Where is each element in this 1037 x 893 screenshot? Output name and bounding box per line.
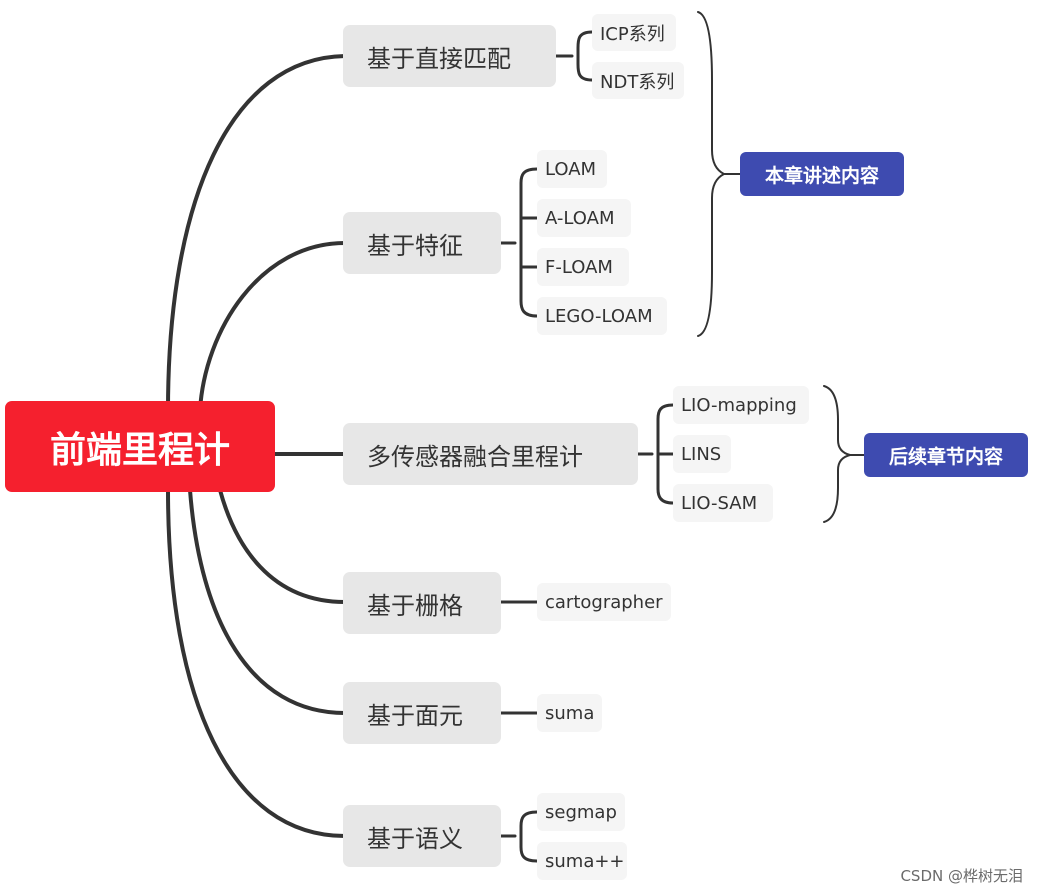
leaf-cartographer[interactable]: cartographer xyxy=(537,583,671,621)
leaf-lio-mapping[interactable]: LIO-mapping xyxy=(673,386,809,424)
branch-surfel-based[interactable]: 基于面元 xyxy=(343,682,501,744)
branch-label: 基于特征 xyxy=(367,231,463,260)
leaf-label: segmap xyxy=(545,801,617,823)
connector-root-branch-4 xyxy=(218,488,347,604)
leaf-icp[interactable]: ICP系列 xyxy=(592,14,676,51)
leaf-lego-loam[interactable]: LEGO-LOAM xyxy=(537,297,667,335)
leaf-a-loam[interactable]: A-LOAM xyxy=(537,199,631,237)
leaf-segmap[interactable]: segmap xyxy=(537,793,625,831)
summary-brace-2 xyxy=(823,385,851,523)
summary-tag-this-chapter[interactable]: 本章讲述内容 xyxy=(740,152,904,196)
branch-feature-based[interactable]: 基于特征 xyxy=(343,212,501,274)
connector-root-branch-2 xyxy=(198,241,347,412)
connector-root-branch-1 xyxy=(166,54,347,412)
root-node[interactable]: 前端里程计 xyxy=(5,401,275,492)
connector-root-branch-6 xyxy=(166,488,347,838)
leaf-suma-plus-plus[interactable]: suma++ xyxy=(537,842,627,880)
summary-tag-label: 后续章节内容 xyxy=(888,445,1003,468)
leaf-label: LIO-mapping xyxy=(681,394,797,416)
leaf-label: ICP系列 xyxy=(600,23,665,45)
leaf-label: F-LOAM xyxy=(545,256,613,278)
leaf-label: LIO-SAM xyxy=(681,492,758,514)
branch-multi-sensor-fusion[interactable]: 多传感器融合里程计 xyxy=(343,423,638,485)
branch-label: 基于语义 xyxy=(367,824,463,853)
branch-label: 基于直接匹配 xyxy=(367,44,511,73)
leaf-label: LOAM xyxy=(545,158,597,180)
leaf-label: LINS xyxy=(681,443,722,465)
branch-direct-matching[interactable]: 基于直接匹配 xyxy=(343,25,556,87)
connector-branch-6-leaves xyxy=(499,810,539,863)
leaf-label: cartographer xyxy=(545,591,663,613)
watermark: CSDN @桦树无泪 xyxy=(900,867,1023,885)
connector-root-branch-5 xyxy=(188,488,347,715)
branch-label: 基于面元 xyxy=(367,701,463,730)
leaf-loam[interactable]: LOAM xyxy=(537,150,607,188)
connector-branch-3-leaves xyxy=(636,403,675,505)
leaf-lio-sam[interactable]: LIO-SAM xyxy=(673,484,773,522)
leaf-label: suma++ xyxy=(545,850,625,872)
branch-label: 基于栅格 xyxy=(367,591,463,620)
summary-brace-1 xyxy=(697,11,727,337)
leaf-label: NDT系列 xyxy=(600,71,675,93)
leaf-label: suma xyxy=(545,702,595,724)
leaf-lins[interactable]: LINS xyxy=(673,435,731,473)
leaf-label: LEGO-LOAM xyxy=(545,305,653,327)
branch-grid-based[interactable]: 基于栅格 xyxy=(343,572,501,634)
connector-branch-2-leaves xyxy=(499,167,539,318)
branch-semantic-based[interactable]: 基于语义 xyxy=(343,805,501,867)
leaf-label: A-LOAM xyxy=(545,207,615,229)
summary-tag-later-chapters[interactable]: 后续章节内容 xyxy=(864,433,1028,477)
summary-tag-label: 本章讲述内容 xyxy=(764,164,879,187)
connector-branch-1-leaves xyxy=(554,30,594,82)
root-label: 前端里程计 xyxy=(49,429,230,471)
branch-label: 多传感器融合里程计 xyxy=(367,442,583,471)
leaf-f-loam[interactable]: F-LOAM xyxy=(537,248,629,286)
leaf-ndt[interactable]: NDT系列 xyxy=(592,62,684,99)
leaf-suma[interactable]: suma xyxy=(537,694,602,732)
